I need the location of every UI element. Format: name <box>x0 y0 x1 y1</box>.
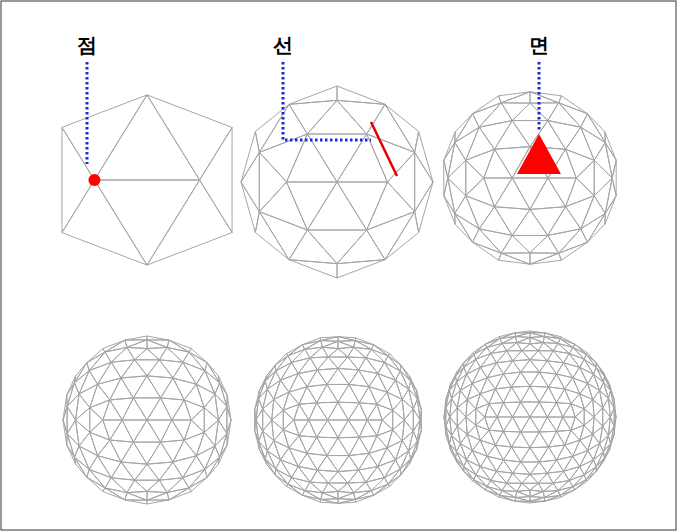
geodesic-sphere <box>241 86 433 278</box>
highlight-edge <box>371 122 397 176</box>
geodesic-sphere <box>255 337 422 504</box>
geodesic-sphere <box>444 92 616 264</box>
geodesic-sphere <box>444 331 616 503</box>
part-label: 점 <box>77 33 97 57</box>
part-label: 면 <box>529 33 549 57</box>
highlight-vertex <box>88 174 100 186</box>
leader-line <box>538 62 541 132</box>
leader-line <box>86 62 89 164</box>
geodesic-sphere <box>62 95 232 265</box>
highlight-face <box>517 134 561 174</box>
part-label: 선 <box>273 33 293 57</box>
geodesic-sphere <box>63 336 231 504</box>
leader-line <box>283 62 371 140</box>
sphere-group <box>62 86 616 504</box>
